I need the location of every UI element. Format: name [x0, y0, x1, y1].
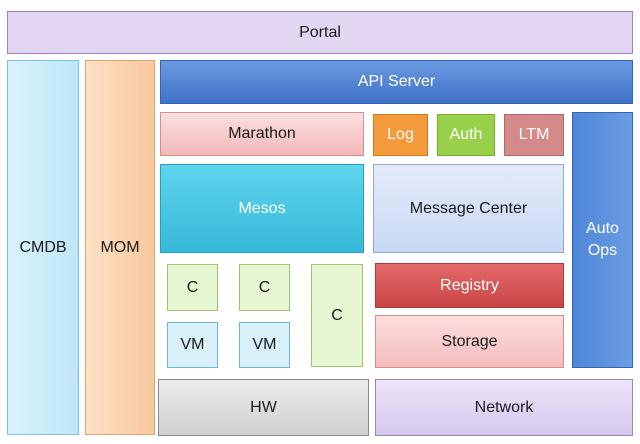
- storage-box: Storage: [375, 315, 564, 368]
- message-center-box: Message Center: [373, 164, 564, 253]
- log-box: Log: [373, 114, 428, 156]
- cmdb-box: CMDB: [7, 60, 79, 435]
- mom-label: MOM: [100, 238, 140, 256]
- auto-ops-label: Auto Ops: [586, 218, 619, 261]
- ltm-box: LTM: [504, 114, 564, 156]
- storage-label: Storage: [441, 332, 498, 350]
- mom-box: MOM: [85, 60, 155, 435]
- portal-box: Portal: [7, 11, 633, 54]
- vm-box: VM: [167, 322, 218, 368]
- auth-box: Auth: [437, 114, 495, 156]
- network-label: Network: [474, 398, 534, 416]
- auto-ops-label-line2: Ops: [587, 242, 618, 259]
- auto-ops-box: Auto Ops: [572, 112, 633, 368]
- marathon-label: Marathon: [228, 125, 296, 143]
- container-label: C: [258, 278, 271, 296]
- vm-label: VM: [180, 336, 205, 354]
- mesos-box: Mesos: [160, 164, 364, 253]
- registry-box: Registry: [375, 263, 564, 308]
- api-server-label: API Server: [357, 73, 436, 91]
- container-box: C: [239, 264, 290, 311]
- ltm-label: LTM: [518, 126, 550, 144]
- cmdb-label: CMDB: [19, 238, 67, 256]
- portal-label: Portal: [299, 23, 341, 41]
- auth-label: Auth: [449, 126, 483, 144]
- network-box: Network: [375, 379, 633, 436]
- vm-box: VM: [239, 322, 290, 368]
- hw-box: HW: [158, 379, 369, 436]
- registry-label: Registry: [440, 276, 499, 294]
- container-label: C: [186, 278, 199, 296]
- vm-label: VM: [252, 336, 277, 354]
- log-label: Log: [387, 126, 414, 144]
- mesos-label: Mesos: [238, 199, 286, 217]
- container-box: C: [167, 264, 218, 311]
- container-label: C: [331, 306, 343, 324]
- hw-label: HW: [250, 398, 277, 416]
- marathon-box: Marathon: [160, 112, 364, 156]
- api-server-box: API Server: [160, 60, 633, 104]
- message-center-label: Message Center: [409, 199, 528, 217]
- auto-ops-label-line1: Auto: [586, 220, 619, 238]
- container-box: C: [311, 264, 363, 367]
